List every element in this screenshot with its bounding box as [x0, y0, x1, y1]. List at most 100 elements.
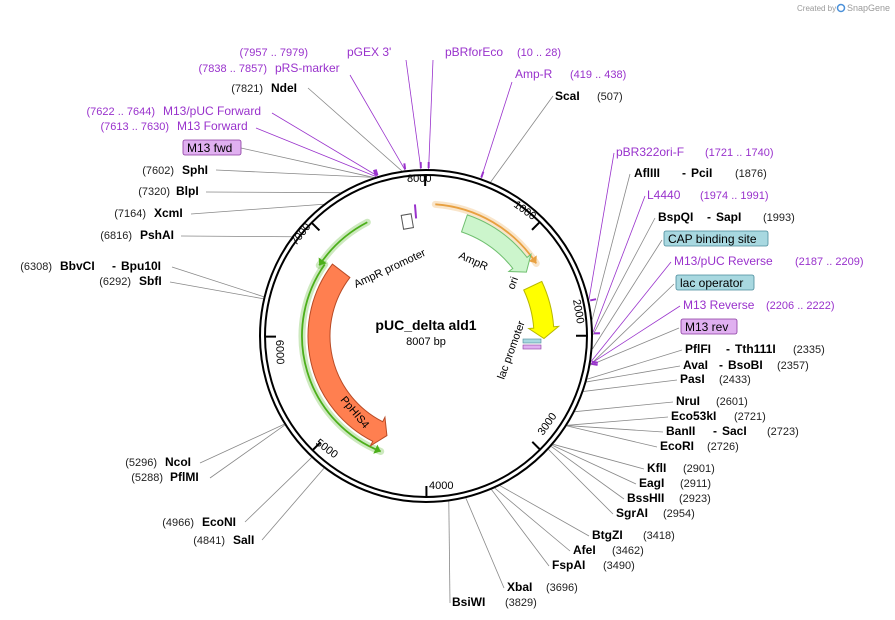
enzyme-pasi-name: PasI — [680, 372, 705, 386]
primer-pgex3-name: pGEX 3' — [347, 45, 391, 59]
leader-line — [566, 425, 664, 433]
leader-line — [592, 239, 663, 350]
leader-line — [574, 401, 674, 413]
primer-pgex3-pos: (7957 .. 7979) — [240, 47, 309, 59]
box-label-cap-text: CAP binding site — [668, 232, 757, 246]
primer-m13-reverse-pos: (2206 .. 2222) — [766, 300, 835, 312]
enzyme-pflmi-pos: (5288) — [131, 472, 163, 484]
leader-line — [169, 281, 264, 300]
leader-line — [553, 443, 645, 470]
enzyme-sphi-pos: (7602) — [142, 165, 174, 177]
enzyme-bspqi-pos: (1993) — [763, 212, 795, 224]
enzyme-ndei-name: NdeI — [271, 81, 297, 95]
enzyme-btgzi-pos: (3418) — [643, 530, 675, 542]
primer-mark-m13-rev — [591, 362, 598, 366]
bp-tick-marks — [264, 174, 588, 498]
enzyme-bsshii-pos: (2923) — [679, 493, 711, 505]
primer-mark-inner-1 — [413, 204, 418, 219]
label-leader-lines — [169, 59, 683, 604]
leader-line — [583, 379, 678, 392]
enzyme-kfli-name: KflI — [647, 461, 666, 475]
box-label-lac-operator: lac operator — [675, 274, 755, 291]
primer-prsmarker-pos: (7838 .. 7857) — [199, 63, 268, 75]
leader-line — [590, 305, 681, 365]
promoter-label-ampr: AmpR promoter — [352, 247, 428, 291]
enzyme-sapi-name: SapI — [716, 210, 741, 224]
primer-l4440-pos: (1974 .. 1991) — [700, 190, 769, 202]
credit-brand: SnapGene — [847, 3, 890, 13]
primer-ampr-pos: (419 .. 438) — [570, 69, 626, 81]
tick-label-2000: 2000 — [570, 298, 586, 324]
primer-pbr322orif-name: pBR322ori-F — [616, 145, 684, 159]
enzyme-afliii-pos: (1876) — [735, 168, 767, 180]
primer-pbrforeco-name: pBRforEco — [445, 45, 503, 59]
enzyme-blpi-pos: (7320) — [138, 186, 170, 198]
enzyme-afliii-dash: - — [682, 166, 686, 180]
m13-rev-mark — [522, 344, 542, 350]
enzyme-sgrai-name: SgrAI — [616, 506, 648, 520]
enzyme-sali-name: SalI — [233, 533, 254, 547]
leader-line — [590, 327, 680, 366]
box-label-cap-binding-site: CAP binding site — [663, 230, 769, 247]
primer-mark-ampr — [480, 171, 485, 178]
tick-mark — [531, 221, 541, 231]
lac-operator-mark — [522, 338, 542, 344]
primer-prsmarker-name: pRS-marker — [275, 61, 340, 75]
primer-pbrforeco-pos: (10 .. 28) — [517, 47, 561, 59]
leader-line — [552, 444, 637, 485]
primer-m13puc-reverse-pos: (2187 .. 2209) — [795, 256, 864, 268]
primer-mark-m13-fwd — [373, 169, 377, 176]
enzyme-xbai-pos: (3696) — [546, 582, 578, 594]
enzyme-eagi-name: EagI — [639, 476, 664, 490]
feature-ori-arrow — [523, 280, 561, 340]
leader-line — [209, 424, 285, 479]
enzyme-kfli-pos: (2901) — [683, 463, 715, 475]
tick-label-4000: 4000 — [429, 480, 453, 492]
leader-line — [592, 217, 656, 336]
amp-promoter-arc-halo — [315, 218, 371, 269]
enzyme-sbfi-name: SbfI — [139, 274, 162, 288]
enzyme-bbvci-pos: (6308) — [20, 261, 52, 273]
promoter-label-lac: lac promoter — [496, 319, 528, 381]
leader-line — [494, 487, 571, 552]
primer-m13puc-forward-name: M13/pUC Forward — [163, 104, 261, 118]
enzyme-pflfi-name: PflFI — [685, 342, 711, 356]
box-label-m13-rev: M13 rev — [680, 318, 738, 335]
enzyme-banii-name: BanII — [666, 424, 695, 438]
leader-line — [548, 449, 614, 515]
feature-label-ampr: AmpR — [457, 250, 490, 273]
pphis4-outer-arc-arrowhead — [373, 444, 381, 454]
feature-layer — [298, 162, 600, 455]
leader-line — [349, 74, 406, 171]
primer-mark-m13puc-fwd — [374, 169, 379, 176]
enzyme-nrui-pos: (2601) — [716, 396, 748, 408]
enzyme-eagi-pos: (2911) — [680, 478, 711, 490]
ampr-outer-arc — [435, 203, 538, 264]
leader-line — [405, 59, 422, 170]
leader-line — [271, 112, 378, 177]
primer-m13puc-reverse-name: M13/pUC Reverse — [674, 254, 773, 268]
enzyme-avai-pos: (2357) — [777, 360, 809, 372]
enzyme-bspqi-name: BspQI — [658, 210, 693, 224]
enzyme-ncoi-pos: (5296) — [125, 457, 157, 469]
enzyme-pflfi-dash: - — [726, 342, 730, 356]
enzyme-bbvci-name: BbvCI — [60, 259, 95, 273]
leader-line — [190, 203, 324, 215]
enzyme-econi-pos: (4966) — [162, 517, 194, 529]
leader-line — [255, 127, 377, 178]
plasmid-size: 8007 bp — [406, 336, 446, 348]
leader-line — [587, 349, 683, 380]
leader-line — [550, 446, 625, 500]
leader-line — [566, 425, 658, 448]
tick-mark — [310, 221, 321, 232]
leader-line — [215, 169, 374, 178]
primer-ampr-name: Amp-R — [515, 67, 553, 81]
ampr-outer-arc-arrowhead — [528, 255, 537, 264]
enzyme-bbvci-dash: - — [112, 259, 116, 273]
amp-promoter-arc-arrowhead — [318, 257, 327, 266]
enzyme-sali-pos: (4841) — [193, 535, 225, 547]
leader-line — [591, 173, 631, 320]
box-label-m13-rev-text: M13 rev — [685, 320, 728, 334]
primer-m13-forward-name: M13 Forward — [177, 119, 248, 133]
